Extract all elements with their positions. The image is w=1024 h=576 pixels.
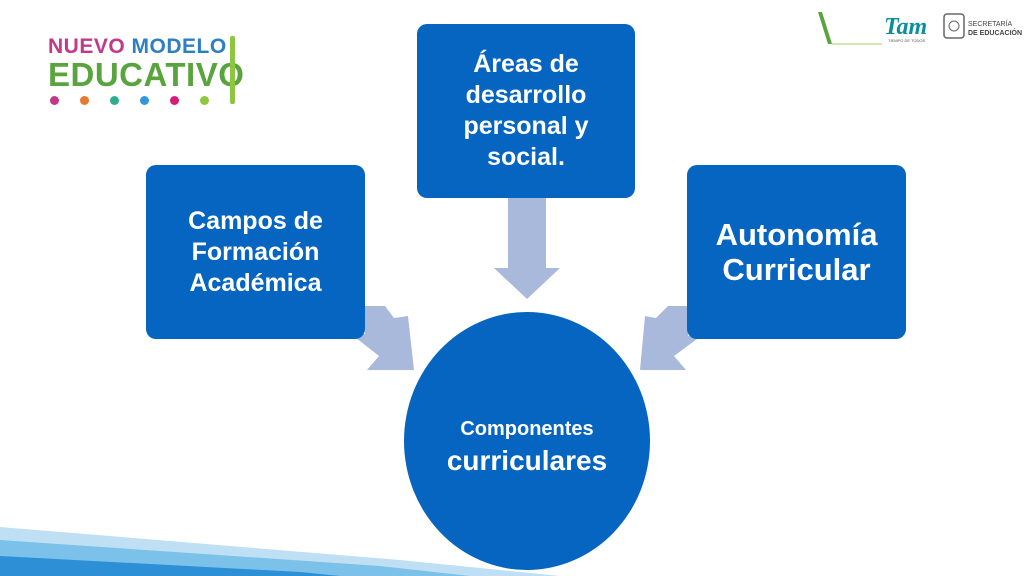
tam-brand: Tam	[884, 14, 927, 40]
logo-dot-3	[110, 96, 119, 105]
tam-tagline: TIEMPO DE TODOS	[888, 38, 926, 43]
logo-dot-6	[200, 96, 209, 105]
box-top-line3: personal y	[463, 112, 589, 140]
logo-dots	[50, 96, 209, 105]
box-campos-formacion: Campos de Formación Académica	[146, 165, 365, 339]
box-right-line2: Curricular	[722, 252, 871, 287]
box-top-line2: desarrollo	[465, 81, 587, 109]
logo-divider-bar	[230, 36, 235, 104]
logo-dot-5	[170, 96, 179, 105]
box-right-line1: Autonomía	[715, 217, 878, 252]
arrow-left-to-center	[351, 306, 414, 370]
secretaria-line1: SECRETARÍA	[968, 19, 1013, 28]
header-accent-slash	[818, 12, 832, 44]
logo-dot-4	[140, 96, 149, 105]
logo-word-modelo: MODELO	[131, 35, 227, 58]
center-label-big: curriculares	[446, 444, 608, 476]
center-circle-componentes: Componentes curriculares	[404, 312, 650, 570]
band-dark	[0, 556, 340, 576]
logo-word-nuevo: NUEVO	[48, 35, 126, 58]
secretaria-line2: DE EDUCACIÓN	[968, 28, 1022, 37]
arrow-down	[494, 198, 560, 299]
center-label-small: Componentes	[460, 417, 594, 440]
logo-dot-1	[50, 96, 59, 105]
box-areas-desarrollo: Áreas de desarrollo personal y social.	[417, 24, 635, 198]
box-autonomia-curricular: Autonomía Curricular	[687, 165, 906, 339]
arrow-right-to-center	[640, 306, 701, 370]
box-left-line2: Formación	[191, 237, 320, 266]
state-seal-icon	[943, 13, 965, 39]
box-left-line3: Académica	[189, 268, 322, 297]
nuevo-modelo-educativo-logo: NUEVO MODELO EDUCATIVO	[44, 32, 244, 112]
logo-word-educativo: EDUCATIVO	[48, 56, 245, 93]
header-right-logos: Tam TIEMPO DE TODOS SECRETARÍA DE EDUCAC…	[818, 12, 1022, 45]
logo-dot-2	[80, 96, 89, 105]
logo-line1: NUEVO MODELO	[48, 36, 227, 57]
state-seal-center	[948, 20, 960, 32]
box-top-line1: Áreas de	[473, 50, 579, 78]
box-top-line4: social.	[487, 143, 565, 171]
box-left-line1: Campos de	[188, 206, 323, 235]
